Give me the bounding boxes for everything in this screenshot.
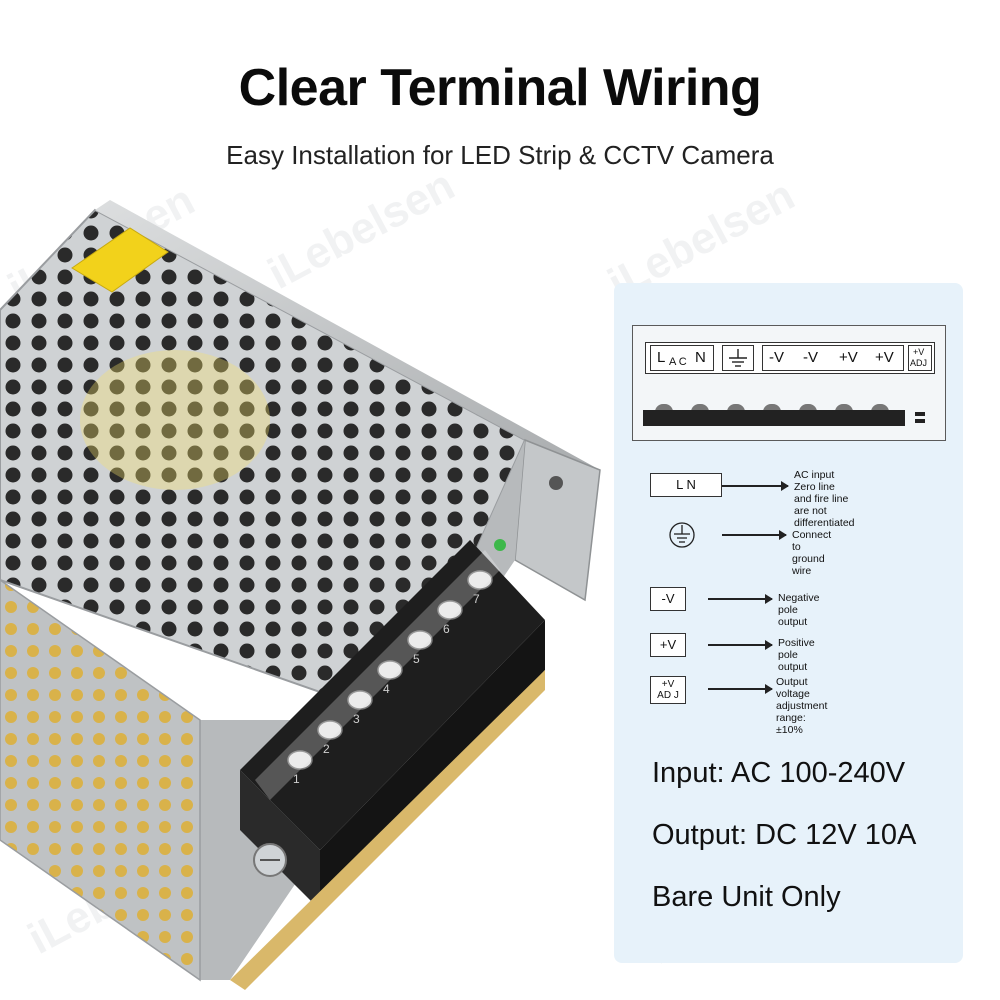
arrow-icon	[722, 482, 789, 490]
legend-text: AC input Zero line and fire line are not…	[794, 469, 855, 529]
page-title: Clear Terminal Wiring	[238, 59, 762, 117]
arrow-icon	[708, 641, 773, 649]
terminal-number: 2	[323, 742, 330, 756]
terminal-number: 6	[443, 622, 450, 636]
ground-icon	[668, 521, 696, 549]
terminal-number: 7	[473, 592, 480, 606]
legend-box-ln: L N	[650, 473, 722, 497]
label-neg-v: -V	[803, 349, 818, 366]
legend-text: Output voltage adjustment range:±10%	[776, 676, 828, 736]
arrow-icon	[708, 685, 773, 693]
terminal-number: 4	[383, 682, 390, 696]
terminal-bar	[643, 410, 905, 426]
output-cell: -V -V +V +V	[762, 345, 904, 371]
terminal-diagram: L A C N -V -V +V +V	[632, 325, 946, 441]
power-supply-image: 1 2 3 4 5 6 7	[0, 200, 610, 990]
label-adj-top: +V	[913, 347, 925, 357]
page-subtitle: Easy Installation for LED Strip & CCTV C…	[226, 140, 774, 170]
label-n: N	[695, 349, 706, 366]
ln-cell: L A C N	[650, 345, 714, 371]
terminal-number: 1	[293, 772, 300, 786]
terminal-screw	[655, 404, 673, 412]
terminal-screw	[691, 404, 709, 412]
label-ac: A C	[669, 356, 687, 368]
terminal-screw	[835, 404, 853, 412]
legend-box-adj: +V AD J	[650, 676, 686, 704]
wiring-panel: L A C N -V -V +V +V	[614, 283, 963, 963]
label-pos-v: +V	[875, 349, 894, 366]
label-neg-v: -V	[769, 349, 784, 366]
spec-output: Output: DC 12V 10A	[652, 819, 917, 851]
terminal-number: 5	[413, 652, 420, 666]
label-pos-v: +V	[839, 349, 858, 366]
legend-text: Negative pole output	[778, 592, 820, 628]
terminal-screw	[727, 404, 745, 412]
label-l: L	[657, 349, 666, 366]
arrow-icon	[722, 531, 787, 539]
terminal-screw	[799, 404, 817, 412]
terminal-label-row: L A C N -V -V +V +V	[645, 342, 935, 374]
ground-icon	[722, 345, 754, 371]
label-adj-bottom: ADJ	[910, 358, 928, 368]
terminal-number: 3	[353, 712, 360, 726]
legend-box-pos: +V	[650, 633, 686, 657]
terminal-screw	[871, 404, 889, 412]
terminal-screw	[763, 404, 781, 412]
spec-note: Bare Unit Only	[652, 881, 841, 913]
adj-pot	[915, 419, 925, 423]
adj-pot	[915, 412, 925, 416]
legend-text: Positive pole output	[778, 637, 815, 673]
legend-text: Connect to ground wire	[792, 529, 832, 577]
adj-cell: +V ADJ	[908, 345, 932, 371]
spec-input: Input: AC 100-240V	[652, 757, 906, 789]
arrow-icon	[708, 595, 773, 603]
legend-box-neg: -V	[650, 587, 686, 611]
